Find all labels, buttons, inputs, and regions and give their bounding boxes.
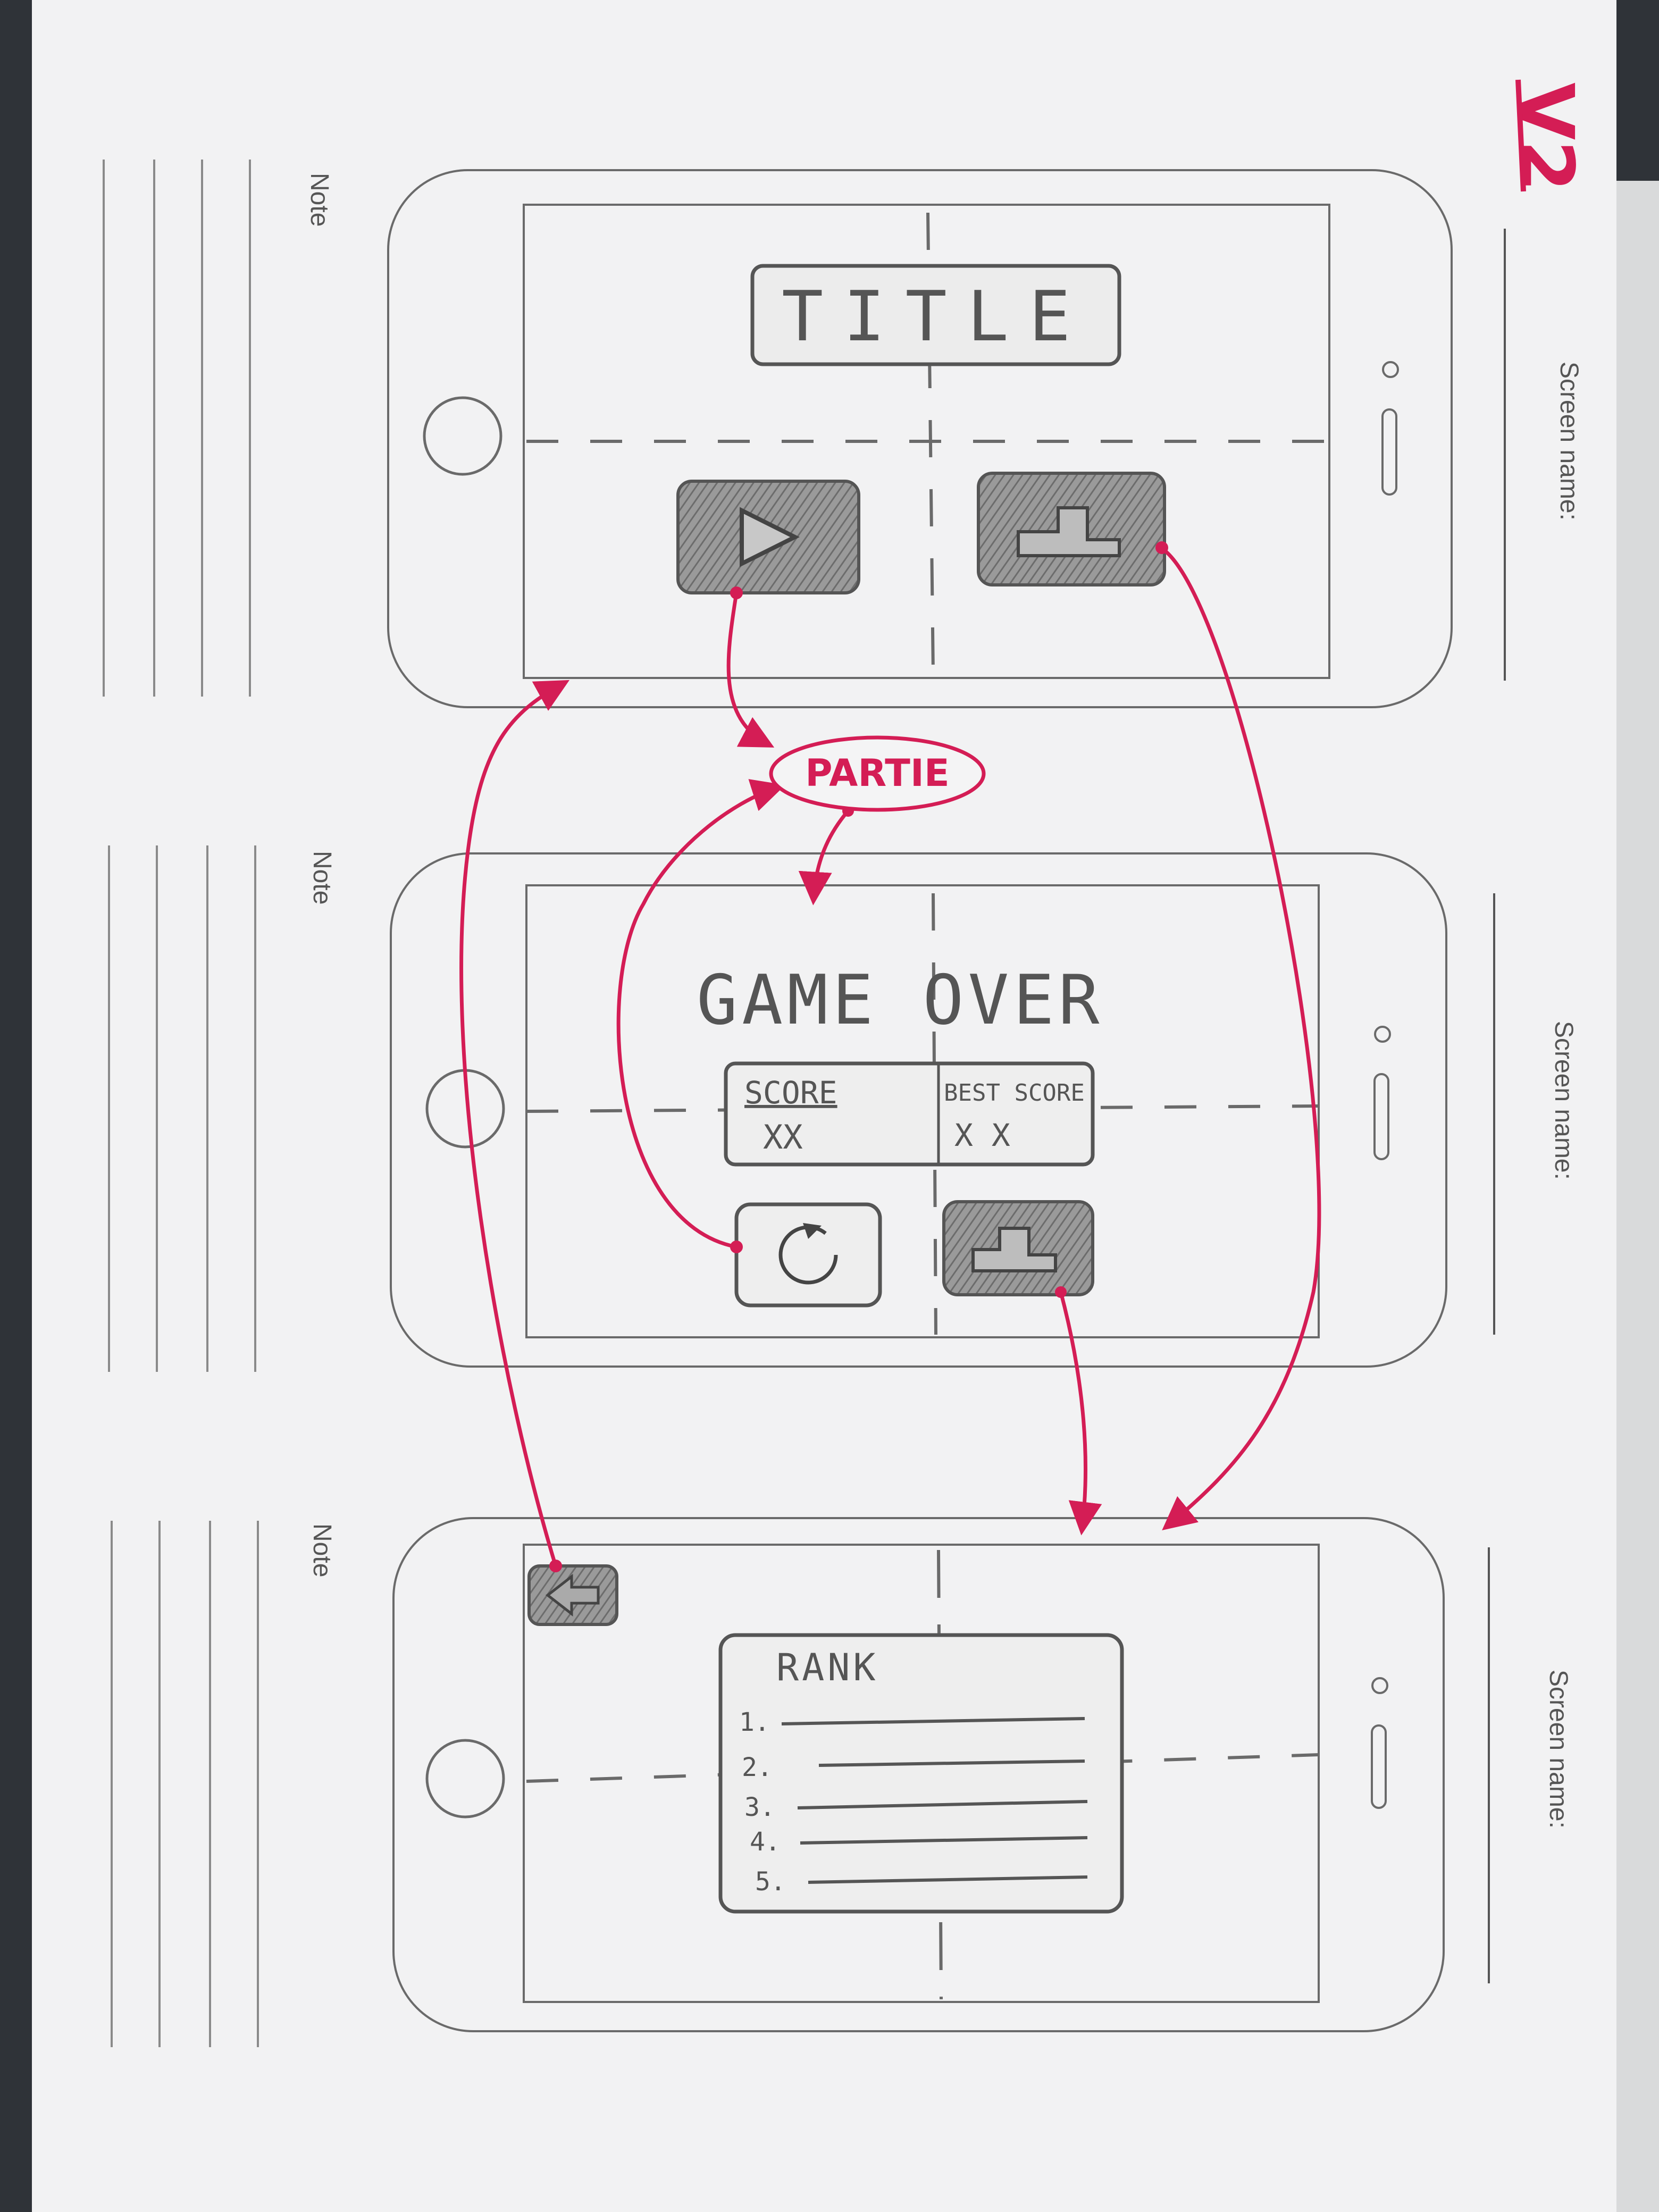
screen-name-label-1: Screen name: bbox=[1555, 362, 1583, 521]
speaker-icon bbox=[1373, 1073, 1389, 1160]
flow-arrows bbox=[459, 549, 1321, 1567]
rank-row: 1. bbox=[739, 1707, 1085, 1737]
screen-name-label-2: Screen name: bbox=[1549, 1021, 1578, 1180]
leaderboard-button-1[interactable] bbox=[977, 472, 1166, 586]
best-score-value: X X bbox=[954, 1117, 1010, 1153]
note-lines-3 bbox=[111, 1521, 259, 2047]
score-label: SCORE bbox=[744, 1075, 837, 1111]
home-button-icon bbox=[423, 396, 502, 476]
partie-node: PARTIE bbox=[769, 735, 986, 812]
best-score-label: BEST SCORE bbox=[944, 1079, 1085, 1107]
arrow-gameover-leaderboard-to-rank bbox=[1059, 1292, 1102, 1536]
camera-icon bbox=[1374, 1026, 1391, 1043]
back-arrow-icon bbox=[545, 1573, 600, 1617]
svg-text:1.: 1. bbox=[739, 1707, 770, 1737]
play-icon bbox=[740, 507, 800, 567]
flow-dots bbox=[549, 541, 1168, 1572]
game-over-heading: GAME OVER bbox=[697, 961, 1104, 1040]
desk-edge bbox=[1616, 181, 1659, 2212]
podium-icon bbox=[971, 1227, 1057, 1272]
speaker-icon bbox=[1371, 1724, 1387, 1809]
arrow-partie-to-gameover bbox=[798, 809, 850, 906]
score-value: XX bbox=[763, 1118, 803, 1157]
svg-text:3.: 3. bbox=[744, 1792, 775, 1822]
leaderboard-button-2[interactable] bbox=[942, 1200, 1094, 1296]
screen-name-label-3: Screen name: bbox=[1544, 1670, 1572, 1829]
svg-text:4.: 4. bbox=[750, 1827, 781, 1857]
version-tag: V2 bbox=[1503, 82, 1589, 192]
restart-button[interactable] bbox=[734, 1202, 882, 1308]
speaker-icon bbox=[1381, 408, 1397, 496]
title-box: TITLE bbox=[750, 264, 1121, 366]
rank-title: RANK bbox=[776, 1646, 879, 1689]
title-text: TITLE bbox=[782, 276, 1091, 357]
camera-icon bbox=[1382, 361, 1399, 378]
arrow-play-to-partie bbox=[726, 592, 775, 748]
home-button-icon bbox=[425, 1739, 505, 1819]
rank-panel: RANK 1. 2. 3. 4. 5. bbox=[718, 1633, 1124, 1914]
phone-frame-1 bbox=[387, 169, 1453, 708]
note-label-3: Note bbox=[308, 1523, 336, 1577]
arrow-back-to-title bbox=[459, 680, 570, 1567]
note-lines-1 bbox=[103, 160, 251, 697]
arrow-restart-to-partie bbox=[616, 779, 786, 1249]
score-panel: SCORE XX BEST SCORE X X bbox=[724, 1061, 1095, 1167]
version-underline bbox=[1515, 79, 1526, 192]
rank-row: 2. bbox=[742, 1753, 1085, 1782]
arrow-title-leaderboard-to-rank bbox=[1162, 549, 1321, 1530]
svg-text:5.: 5. bbox=[755, 1867, 786, 1897]
play-button[interactable] bbox=[676, 480, 860, 594]
partie-label: PARTIE bbox=[805, 751, 949, 795]
rank-row: 3. bbox=[744, 1792, 1088, 1822]
note-lines-2 bbox=[108, 845, 256, 1372]
svg-text:2.: 2. bbox=[742, 1753, 773, 1782]
rank-row: 4. bbox=[750, 1827, 1088, 1857]
restart-icon bbox=[778, 1223, 838, 1285]
note-label-1: Note bbox=[305, 173, 333, 227]
back-button[interactable] bbox=[527, 1564, 618, 1626]
podium-icon bbox=[1017, 506, 1121, 557]
camera-icon bbox=[1371, 1677, 1388, 1694]
note-label-2: Note bbox=[308, 851, 336, 904]
rank-row: 5. bbox=[755, 1867, 1088, 1897]
